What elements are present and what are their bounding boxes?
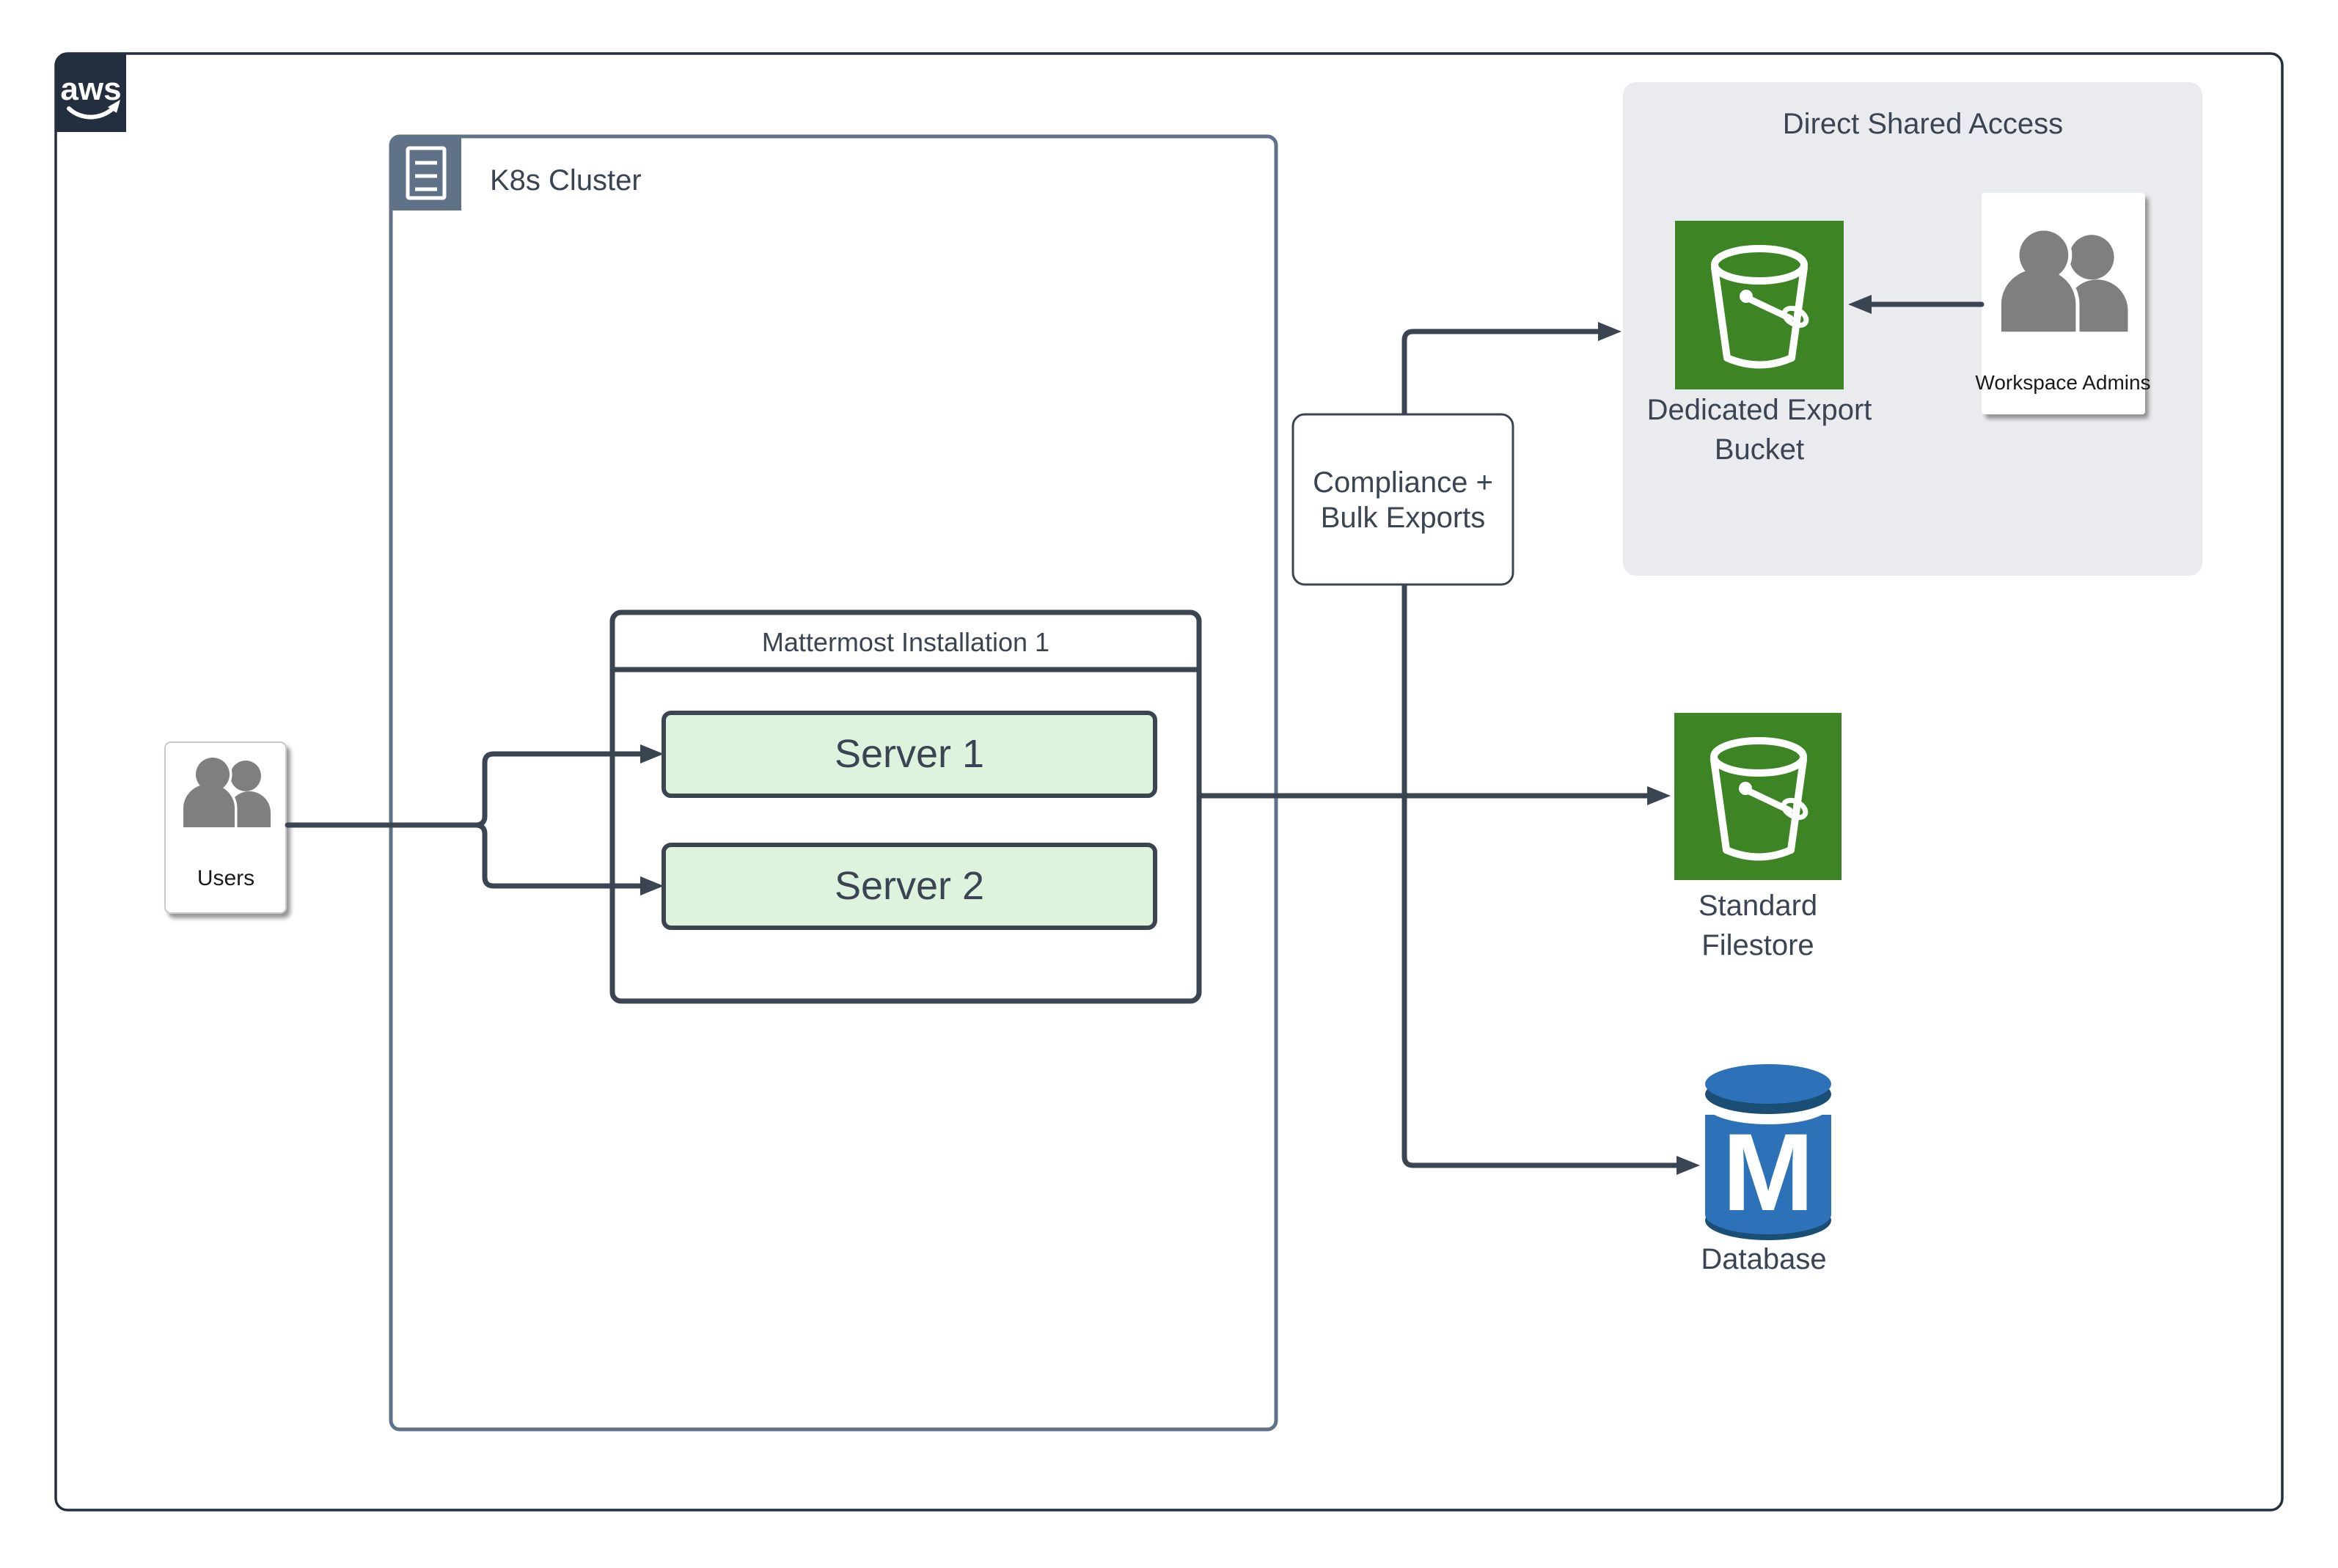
trunk-to-database-line [1401,793,1679,1168]
mattermost-installation-box: Mattermost Installation 1 Server 1 Serve… [609,609,1202,1004]
k8s-cluster-label: K8s Cluster [490,164,642,197]
standard-filestore-node: Standard Filestore [1674,713,1842,961]
aws-logo-icon: aws [56,54,126,132]
server-rack-icon [406,146,447,200]
filestore-arrowhead [1647,786,1671,805]
server-2-label: Server 2 [835,864,984,908]
server-1-label: Server 1 [835,732,984,776]
server-1-node: Server 1 [662,711,1157,798]
admins-arrowhead [1848,295,1872,314]
dedicated-export-bucket-node: Dedicated Export Bucket [1647,221,1872,466]
direct-shared-access-panel: Direct Shared Access Dedicated Export Bu… [1623,82,2202,576]
standard-filestore-label-line2: Filestore [1701,929,1814,961]
compliance-bulk-exports-node: Compliance + Bulk Exports [1291,413,1514,586]
server2-arrowhead [640,876,664,895]
workspace-admins-node: Workspace Admins [1975,193,2151,414]
workspace-admins-label: Workspace Admins [1975,371,2150,394]
dedicated-export-bucket-label-line2: Bucket [1715,433,1804,466]
aws-logo-text: aws [60,71,121,107]
database-cylinder-icon: M [1705,1064,1831,1240]
mattermost-installation-title: Mattermost Installation 1 [762,627,1049,657]
compliance-label-line1: Compliance + [1313,466,1493,499]
dedicated-export-bucket-label-line1: Dedicated Export [1647,394,1872,426]
server1-arrowhead [640,744,664,763]
database-monogram: M [1723,1110,1814,1234]
database-label: Database [1701,1243,1826,1275]
standard-filestore-label-line1: Standard [1698,890,1817,922]
users-label: Users [197,866,254,890]
users-node: Users [164,741,287,914]
trunk-to-export-bucket-line [1401,329,1601,799]
split-to-server2-line [474,822,643,889]
server-2-node: Server 2 [662,843,1157,930]
export-bucket-arrowhead [1598,322,1621,341]
direct-shared-access-title: Direct Shared Access [1783,108,2063,140]
connectors [285,295,1985,1175]
database-arrowhead [1676,1156,1700,1175]
database-node: M Database [1701,1064,1831,1275]
compliance-label-line2: Bulk Exports [1321,502,1486,534]
